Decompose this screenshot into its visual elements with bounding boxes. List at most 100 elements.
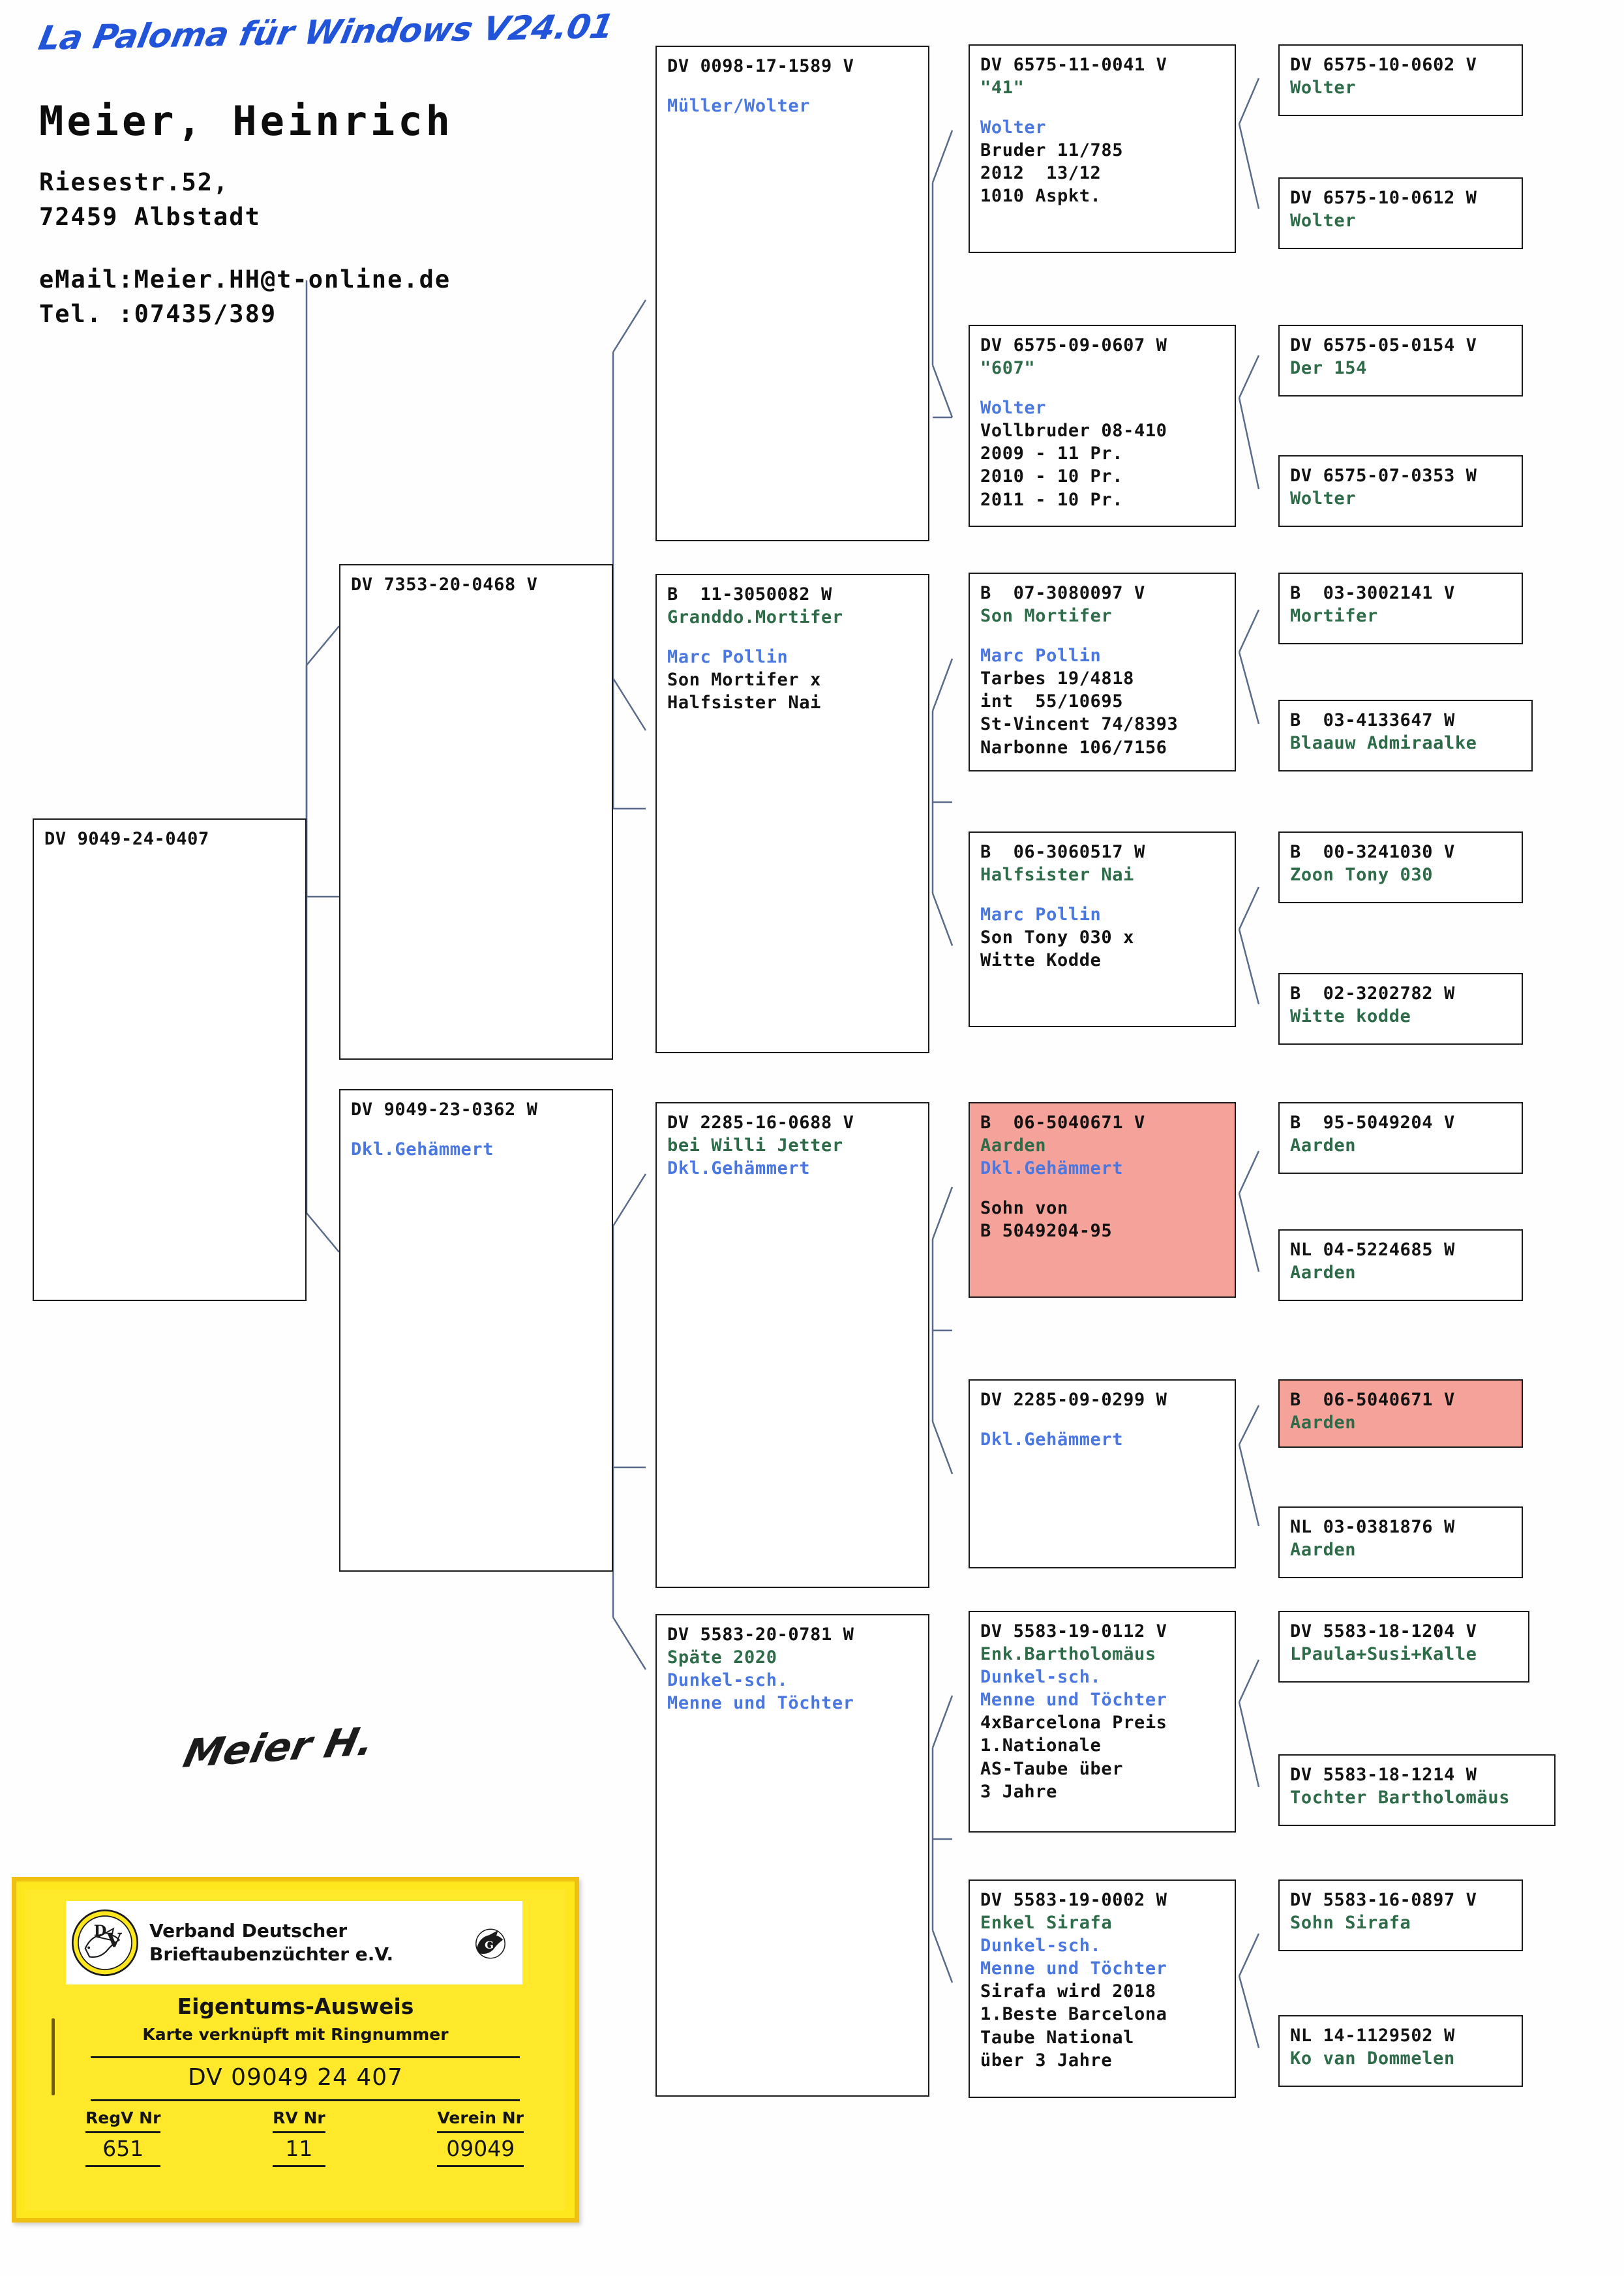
field-rule xyxy=(85,2165,161,2167)
pigeon-name: "41" xyxy=(980,78,1025,98)
pedigree-box-gen4-3[interactable]: B 07-3080097 V Son Mortifer Marc Pollin … xyxy=(969,573,1236,771)
vdb-card-subtitle: Karte verknüpft mit Ringnummer xyxy=(142,2025,449,2044)
address-line-1: Riesestr.52, xyxy=(39,168,230,196)
pedigree-box-gen5-3[interactable]: DV 6575-05-0154 V Der 154 xyxy=(1278,325,1523,397)
svg-text:D: D xyxy=(94,1923,107,1939)
breeder-name: Dunkel-sch. xyxy=(980,1936,1102,1956)
note-line: Sirafa wird 2018 xyxy=(980,1981,1156,2002)
field-rule xyxy=(273,2131,325,2133)
note-line: 2011 - 10 Pr. xyxy=(980,489,1124,510)
breeder-name: Marc Pollin xyxy=(667,647,789,668)
ring-number: NL 14-1129502 W xyxy=(1290,2026,1455,2046)
pedigree-box-gen5-9[interactable]: B 95-5049204 V Aarden xyxy=(1278,1102,1523,1174)
vdb-field-verein: Verein Nr 09049 xyxy=(437,2108,524,2170)
pedigree-box-gen5-2[interactable]: DV 6575-10-0612 W Wolter xyxy=(1278,177,1523,249)
pedigree-box-gen3-3[interactable]: DV 2285-16-0688 V bei Willi Jetter Dkl.G… xyxy=(655,1102,929,1588)
vdb-org-name: Verband Deutscher Brieftaubenzüchter e.V… xyxy=(149,1919,466,1967)
pedigree-box-gen5-1[interactable]: DV 6575-10-0602 V Wolter xyxy=(1278,44,1523,116)
ring-number: DV 6575-11-0041 V xyxy=(980,55,1167,75)
ring-number: DV 2285-09-0299 W xyxy=(980,1390,1167,1410)
pedigree-box-gen4-7[interactable]: DV 5583-19-0112 V Enk.Bartholomäus Dunke… xyxy=(969,1611,1236,1833)
card-pin-icon xyxy=(52,2018,55,2095)
pedigree-box-gen5-14[interactable]: DV 5583-18-1214 W Tochter Bartholomäus xyxy=(1278,1754,1556,1826)
ring-number: B 06-5040671 V xyxy=(980,1113,1145,1133)
pedigree-box-gen5-15[interactable]: DV 5583-16-0897 V Sohn Sirafa xyxy=(1278,1879,1523,1951)
pigeon-name: Wolter xyxy=(1290,78,1357,98)
pedigree-box-gen3-4[interactable]: DV 5583-20-0781 W Späte 2020 Dunkel-sch.… xyxy=(655,1614,929,2097)
address-line-2: 72459 Albstadt xyxy=(39,202,261,231)
ring-number: DV 0098-17-1589 V xyxy=(667,56,854,76)
ring-number: DV 5583-18-1204 V xyxy=(1290,1621,1477,1641)
pedigree-box-gen3-1[interactable]: DV 0098-17-1589 V Müller/Wolter xyxy=(655,46,929,541)
vdb-ownership-card[interactable]: D V Verband Deutscher Brieftaubenzüchter… xyxy=(12,1877,579,2223)
pigeon-name: "607" xyxy=(980,358,1036,379)
vdb-card-inner: D V Verband Deutscher Brieftaubenzüchter… xyxy=(25,1889,565,2210)
pedigree-box-gen5-7[interactable]: B 00-3241030 V Zoon Tony 030 xyxy=(1278,831,1523,903)
pedigree-box-gen4-6[interactable]: DV 2285-09-0299 W Dkl.Gehämmert xyxy=(969,1379,1236,1568)
pedigree-box-gen4-2[interactable]: DV 6575-09-0607 W "607" Wolter Vollbrude… xyxy=(969,325,1236,527)
pigeon-name: LPaula+Susi+Kalle xyxy=(1290,1644,1477,1665)
pedigree-box-gen2-dam[interactable]: DV 9049-23-0362 W Dkl.Gehämmert xyxy=(339,1089,613,1572)
ring-number: DV 5583-20-0781 W xyxy=(667,1625,854,1645)
pedigree-box-gen2-sire[interactable]: DV 7353-20-0468 V xyxy=(339,564,613,1060)
pedigree-box-gen4-8[interactable]: DV 5583-19-0002 W Enkel Sirafa Dunkel-sc… xyxy=(969,1879,1236,2098)
pigeon-name: Enkel Sirafa xyxy=(980,1913,1113,1934)
pigeon-name: Aarden xyxy=(1290,1135,1357,1156)
owner-contact: eMail:Meier.HH@t-online.de Tel. :07435/3… xyxy=(39,263,626,331)
note-line: Tarbes 19/4818 xyxy=(980,668,1134,689)
pedigree-box-gen4-5-highlighted[interactable]: B 06-5040671 V Aarden Dkl.Gehämmert Sohn… xyxy=(969,1102,1236,1298)
field-label: Verein Nr xyxy=(437,2108,524,2127)
pedigree-box-subject[interactable]: DV 9049-24-0407 xyxy=(33,818,307,1301)
pedigree-box-gen5-4[interactable]: DV 6575-07-0353 W Wolter xyxy=(1278,455,1523,527)
note-line: 4xBarcelona Preis xyxy=(980,1713,1167,1733)
vdb-field-row: RegV Nr 651 RV Nr 11 Verein Nr 09049 xyxy=(85,2108,524,2170)
svg-text:V: V xyxy=(106,1929,122,1952)
breeder-name: Marc Pollin xyxy=(980,646,1102,666)
field-rule xyxy=(85,2131,161,2133)
field-label: RegV Nr xyxy=(85,2108,161,2127)
pigeon-name: Aarden xyxy=(980,1135,1047,1156)
pedigree-box-gen5-10[interactable]: NL 04-5224685 W Aarden xyxy=(1278,1229,1523,1301)
pedigree-box-gen4-4[interactable]: B 06-3060517 W Halfsister Nai Marc Polli… xyxy=(969,831,1236,1027)
breeder-name: Dunkel-sch. xyxy=(980,1667,1102,1688)
pedigree-box-gen5-11-highlighted[interactable]: B 06-5040671 V Aarden xyxy=(1278,1379,1523,1448)
pedigree-box-gen5-6[interactable]: B 03-4133647 W Blaauw Admiraalke xyxy=(1278,700,1533,771)
ring-number: B 11-3050082 W xyxy=(667,584,832,605)
pedigree-box-gen4-1[interactable]: DV 6575-11-0041 V "41" Wolter Bruder 11/… xyxy=(969,44,1236,253)
pedigree-box-gen5-16[interactable]: NL 14-1129502 W Ko van Dommelen xyxy=(1278,2015,1523,2087)
pigeon-name: Sohn Sirafa xyxy=(1290,1913,1411,1934)
note-line: 2010 - 10 Pr. xyxy=(980,466,1124,487)
breeder-name: Wolter xyxy=(980,117,1047,138)
owner-email: eMail:Meier.HH@t-online.de xyxy=(39,265,451,294)
vdb-org-line-1: Verband Deutscher xyxy=(149,1919,348,1941)
ring-number: DV 6575-10-0602 V xyxy=(1290,55,1477,75)
note-line: Sohn von xyxy=(980,1198,1068,1219)
pigeon-name: Späte 2020 xyxy=(667,1647,777,1668)
pedigree-box-gen5-12[interactable]: NL 03-0381876 W Aarden xyxy=(1278,1506,1523,1578)
pigeon-name: Tochter Bartholomäus xyxy=(1290,1788,1511,1808)
ring-number: DV 2285-16-0688 V xyxy=(667,1113,854,1133)
pedigree-box-gen5-13[interactable]: DV 5583-18-1204 V LPaula+Susi+Kalle xyxy=(1278,1611,1529,1683)
note-line: Vollbruder 08-410 xyxy=(980,421,1167,442)
ring-number: DV 6575-09-0607 W xyxy=(980,335,1167,355)
ring-number: DV 5583-18-1214 W xyxy=(1290,1765,1477,1785)
note-line: Halfsister Nai xyxy=(667,693,821,713)
vdb-field-regv: RegV Nr 651 xyxy=(85,2108,161,2170)
pigeon-name: Aarden xyxy=(1290,1263,1357,1283)
pedigree-box-gen5-8[interactable]: B 02-3202782 W Witte kodde xyxy=(1278,973,1523,1045)
note-line: AS-Taube über xyxy=(980,1758,1124,1779)
note-line: int 55/10695 xyxy=(980,691,1124,712)
pigeon-name: Ko van Dommelen xyxy=(1290,2048,1455,2069)
note-line: 1.Beste Barcelona xyxy=(980,2004,1167,2025)
owner-phone: Tel. :07435/389 xyxy=(39,299,277,328)
pedigree-box-gen3-2[interactable]: B 11-3050082 W Granddo.Mortifer Marc Pol… xyxy=(655,574,929,1053)
field-label: RV Nr xyxy=(273,2108,325,2127)
pigeon-name: Der 154 xyxy=(1290,358,1367,379)
ring-number: B 03-3002141 V xyxy=(1290,583,1455,603)
pedigree-box-gen5-5[interactable]: B 03-3002141 V Mortifer xyxy=(1278,573,1523,644)
ring-number: NL 04-5224685 W xyxy=(1290,1240,1455,1260)
vdb-org-line-2: Brieftaubenzüchter e.V. xyxy=(149,1943,394,1965)
pigeon-name: Halfsister Nai xyxy=(980,865,1134,886)
owner-name: Meier, Heinrich xyxy=(39,97,453,145)
